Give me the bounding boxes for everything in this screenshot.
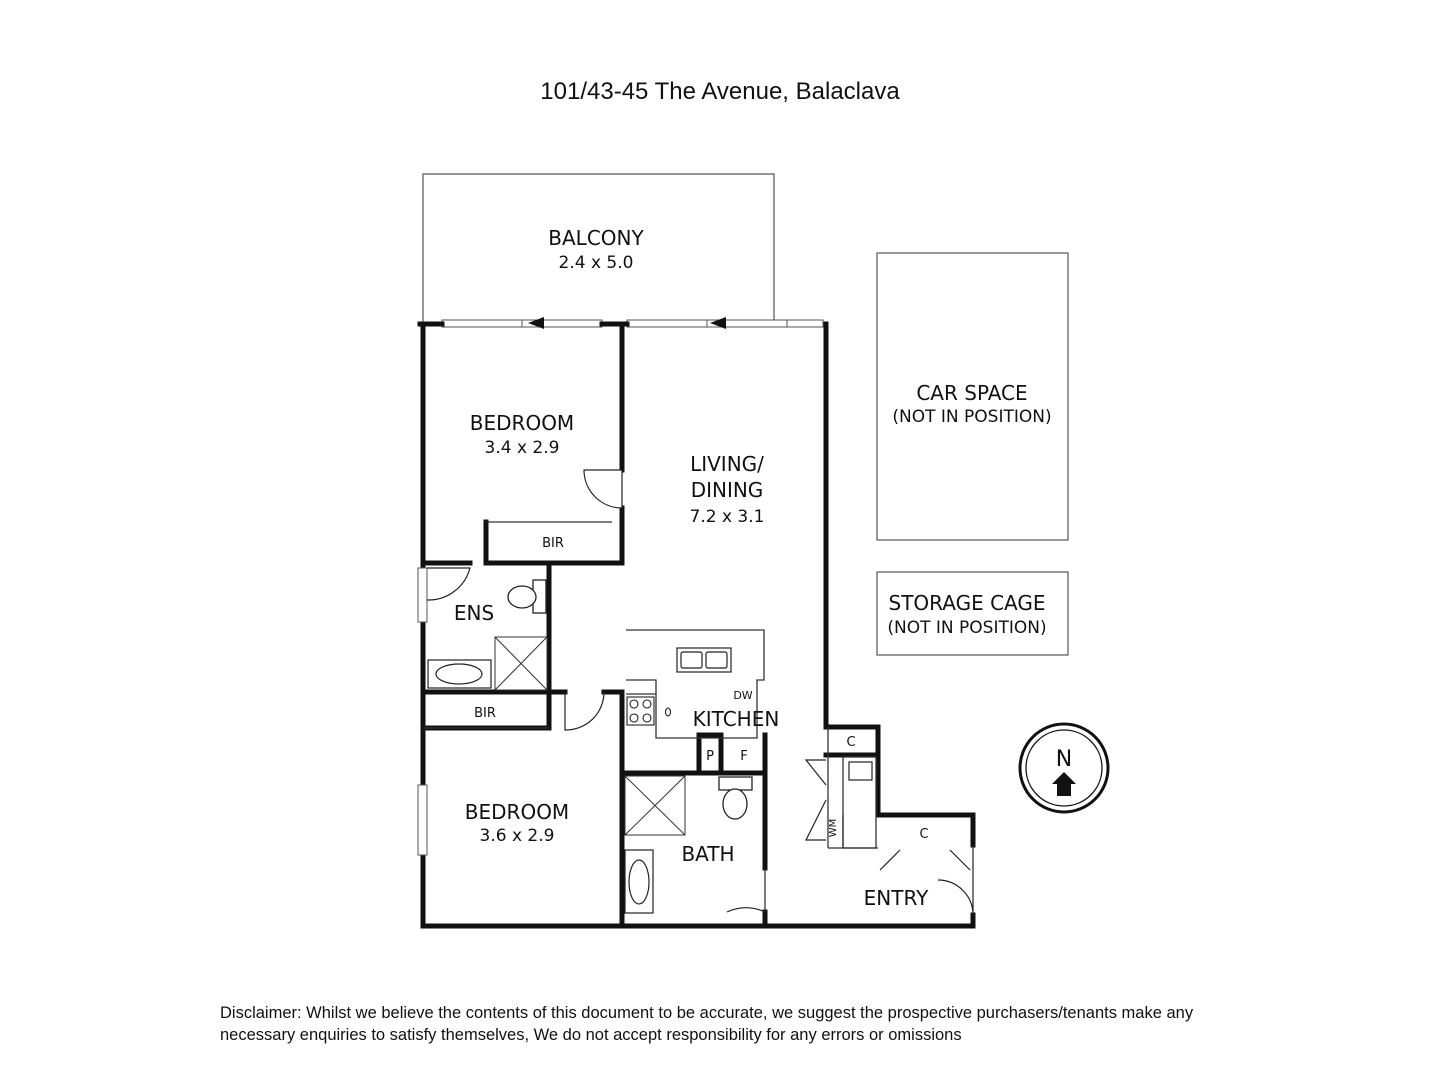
living-size: 7.2 x 3.1 [690,507,765,527]
toilet-icon [718,776,753,820]
storage-cage: STORAGE CAGE (NOT IN POSITION) [876,571,1069,656]
balcony [422,173,775,325]
car-space-label: CAR SPACE [916,381,1027,405]
disclaimer-text: Disclaimer: Whilst we believe the conten… [220,1004,1194,1044]
door-swings [426,469,974,916]
storage-cage-note: (NOT IN POSITION) [887,618,1046,638]
cupboard-label: C [846,735,855,750]
room-labels: BALCONY 2.4 x 5.0 BEDROOM 3.4 x 2.9 LIVI… [454,226,929,910]
dishwasher-label: DW [733,689,752,702]
slide-arrow-icon [528,317,726,329]
living-label-line2: DINING [691,478,764,502]
shower-icon [494,636,548,691]
bir1-label: BIR [542,536,564,551]
balcony-label: BALCONY [548,226,644,250]
bath-label: BATH [681,842,734,866]
living-label-line1: LIVING/ [690,452,764,476]
kitchen-label: KITCHEN [693,707,780,731]
car-space: CAR SPACE (NOT IN POSITION) [876,252,1069,541]
compass-icon: N [1018,722,1110,814]
toilet-icon [507,579,547,614]
bedroom1-label: BEDROOM [470,411,574,435]
bedroom2-size: 3.6 x 2.9 [480,826,555,846]
washing-machine-label: WM [828,819,839,838]
bedroom2-label: BEDROOM [465,800,569,824]
cupboard-label: C [919,827,928,842]
basin-icon [427,659,492,689]
balcony-size: 2.4 x 5.0 [559,253,634,273]
bedroom1-size: 3.4 x 2.9 [485,438,560,458]
car-space-note: (NOT IN POSITION) [892,407,1051,427]
shower-icon [624,775,686,836]
fridge-label: F [740,749,747,764]
cooktop-icon [626,696,672,726]
pantry-label: P [706,749,714,764]
bir2-label: BIR [474,706,496,721]
storage-cage-label: STORAGE CAGE [889,591,1046,615]
plan-title: 101/43-45 The Avenue, Balaclava [540,78,900,105]
sink-icon [676,647,732,673]
sliding-doors [441,319,824,328]
ens-label: ENS [454,601,494,625]
entry-label: ENTRY [864,886,929,910]
bathtub-icon [624,849,654,914]
compass-north-label: N [1056,747,1072,772]
windows [417,567,428,856]
fixture-lines [423,521,878,849]
